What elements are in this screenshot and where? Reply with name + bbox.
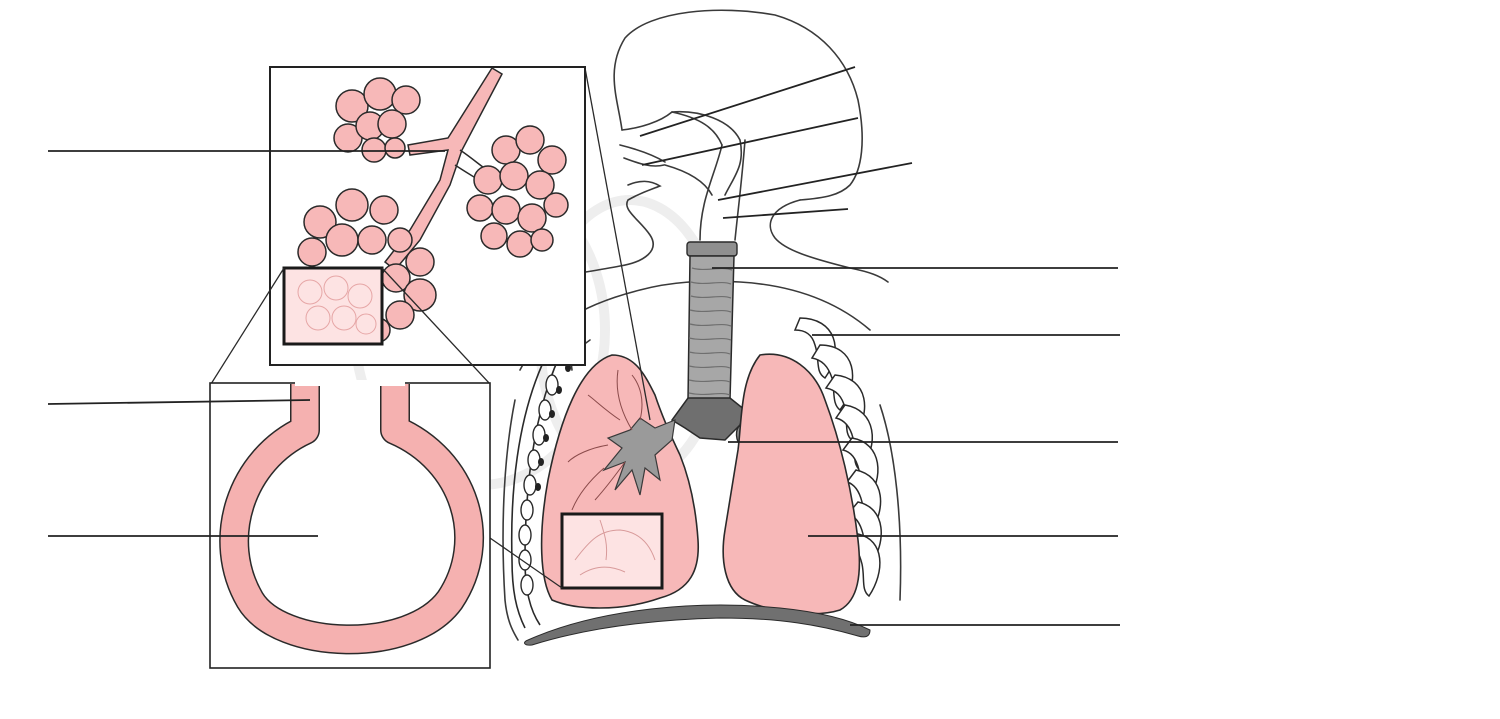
alveoli-inset [269, 66, 586, 366]
trachea [670, 241, 746, 449]
leader-line-epiglottis [722, 208, 849, 219]
alveolus-connectors [210, 267, 491, 385]
leader-line-nasal-cavity [639, 66, 856, 137]
spine [510, 354, 571, 629]
right-label-lines [639, 66, 1120, 626]
diaphragm [524, 604, 871, 646]
lung-zoom-box [560, 512, 664, 590]
zoom-connectors [489, 67, 651, 589]
ribs [793, 317, 882, 598]
leader-line-alveolus-wall [47, 399, 311, 405]
left-label-lines [47, 150, 445, 537]
leader-line-pharynx [717, 162, 913, 201]
head-outline [534, 9, 889, 283]
alveolus-detail [209, 380, 491, 669]
leader-line-mouth [641, 117, 859, 166]
